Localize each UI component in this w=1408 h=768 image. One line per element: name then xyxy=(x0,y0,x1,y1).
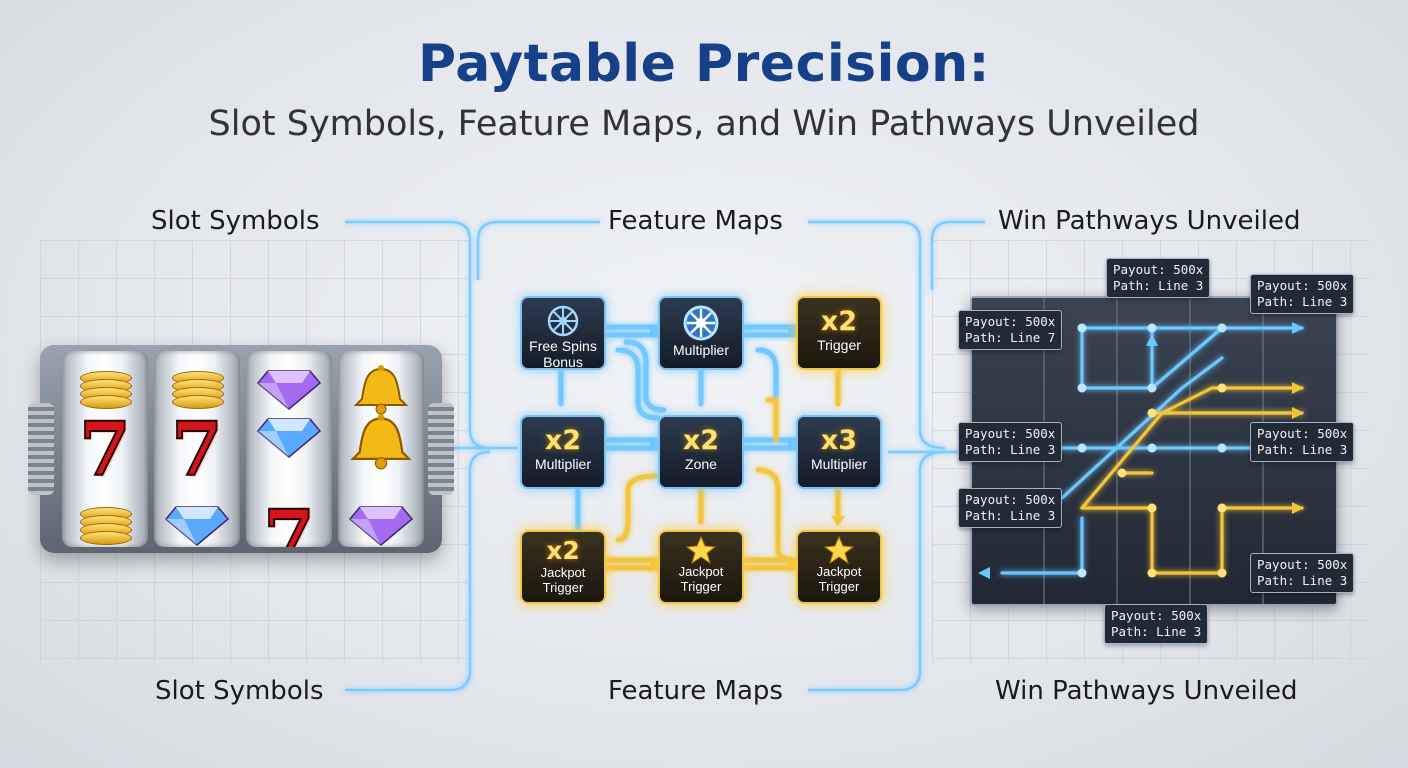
bell-icon xyxy=(338,365,424,419)
connector-top-right xyxy=(930,220,985,290)
diamond-purple-icon xyxy=(338,501,424,547)
connector-top-left xyxy=(345,220,491,450)
page-subtitle: Slot Symbols, Feature Maps, and Win Path… xyxy=(208,104,1200,144)
node-free-spins-bonus[interactable]: Free Spins Bonus xyxy=(520,296,606,370)
callout-path-text: Path: Line 3 xyxy=(1257,573,1348,588)
callout-path-text: Path: Line 3 xyxy=(1111,624,1202,639)
node-caption: Jackpot Trigger xyxy=(678,564,724,594)
callout-payout-text: Payout: 500x xyxy=(965,314,1056,329)
star-icon xyxy=(824,536,854,564)
label-feature-maps-bottom: Feature Maps xyxy=(608,676,783,706)
reel-4 xyxy=(338,351,424,547)
label-win-pathways-top: Win Pathways Unveiled xyxy=(998,206,1301,236)
node-jackpot-trigger-star-1[interactable]: Jackpot Trigger xyxy=(658,530,744,604)
coins-icon xyxy=(154,365,240,409)
diamond-blue-icon xyxy=(246,413,332,463)
callout-payout-text: Payout: 500x xyxy=(1111,608,1202,623)
bell-icon xyxy=(338,413,424,475)
callout-payout-text: Payout: 500x xyxy=(1113,262,1204,277)
callout-payout[interactable]: Payout: 500x Path: Line 3 xyxy=(1250,274,1355,314)
node-value: x2 xyxy=(544,425,582,456)
node-zone-x2[interactable]: x2 Zone xyxy=(658,415,744,489)
seven-symbol: 7 xyxy=(262,495,316,547)
node-caption: Jackpot Trigger xyxy=(816,564,862,594)
node-value: x2 xyxy=(546,536,580,565)
callout-path-text: Path: Line 7 xyxy=(965,330,1056,345)
connector-top-mid-left xyxy=(476,220,600,280)
path-blue-6 xyxy=(1060,356,1224,500)
node-caption: Trigger xyxy=(817,337,861,353)
right-knob xyxy=(428,403,454,495)
callout-payout[interactable]: Payout: 500x Path: Line 3 xyxy=(1250,422,1355,462)
node-caption: Jackpot Trigger xyxy=(540,565,586,595)
node-caption: Multiplier xyxy=(534,456,591,472)
coins-icon xyxy=(62,501,148,545)
callout-path-text: Path: Line 3 xyxy=(965,508,1056,523)
path-gold-3 xyxy=(1080,506,1304,575)
reel-1: 7 xyxy=(62,351,148,547)
feature-map: Free Spins Bonus Multiplier x2 Trigger x… xyxy=(518,290,888,608)
page-title: Paytable Precision: xyxy=(418,34,990,94)
node-caption: Multiplier xyxy=(672,342,729,358)
seven-symbol: 7 xyxy=(170,407,224,493)
callout-payout-text: Payout: 500x xyxy=(1257,557,1348,572)
diamond-purple-icon xyxy=(246,365,332,415)
wheel-icon xyxy=(683,305,719,341)
path-blue-3 xyxy=(1150,326,1224,390)
path-gold-2 xyxy=(1080,386,1304,510)
label-win-pathways-bottom: Win Pathways Unveiled xyxy=(995,676,1298,706)
callout-payout[interactable]: Payout: 500x Path: Line 7 xyxy=(958,310,1063,350)
node-jackpot-trigger-x2[interactable]: x2 Jackpot Trigger xyxy=(520,530,606,604)
connector-bottom-left xyxy=(345,450,491,692)
callout-path-text: Path: Line 3 xyxy=(1113,278,1204,293)
node-caption: Free Spins Bonus xyxy=(529,338,597,370)
reel-2: 7 xyxy=(154,351,240,547)
coins-icon xyxy=(62,365,148,409)
callout-path-text: Path: Line 3 xyxy=(1257,442,1348,457)
callout-payout[interactable]: Payout: 500x Path: Line 3 xyxy=(958,422,1063,462)
callout-path-text: Path: Line 3 xyxy=(1257,294,1348,309)
node-caption: Multiplier xyxy=(810,456,867,472)
node-multiplier-x3[interactable]: x3 Multiplier xyxy=(796,415,882,489)
callout-payout[interactable]: Payout: 500x Path: Line 3 xyxy=(1104,604,1209,644)
node-value: x2 xyxy=(682,425,720,456)
callout-payout-text: Payout: 500x xyxy=(1257,426,1348,441)
connector-bottom-right xyxy=(808,450,946,692)
node-jackpot-trigger-star-2[interactable]: Jackpot Trigger xyxy=(796,530,882,604)
node-trigger-x2[interactable]: x2 Trigger xyxy=(796,296,882,370)
node-multiplier-top[interactable]: Multiplier xyxy=(658,296,744,370)
label-slot-symbols-bottom: Slot Symbols xyxy=(155,676,324,706)
star-icon xyxy=(686,536,716,564)
connector-top-mid-right xyxy=(808,220,946,450)
callout-payout[interactable]: Payout: 500x Path: Line 3 xyxy=(1106,258,1211,298)
callout-payout-text: Payout: 500x xyxy=(1257,278,1348,293)
reel-3: 7 xyxy=(246,351,332,547)
label-slot-symbols-top: Slot Symbols xyxy=(151,206,320,236)
callout-payout[interactable]: Payout: 500x Path: Line 3 xyxy=(1250,553,1355,593)
node-value: x2 xyxy=(820,306,858,337)
callout-payout-text: Payout: 500x xyxy=(965,426,1056,441)
feature-map-wires xyxy=(558,324,845,572)
diamond-blue-icon xyxy=(154,501,240,547)
callout-payout-text: Payout: 500x xyxy=(965,492,1056,507)
node-multiplier-x2[interactable]: x2 Multiplier xyxy=(520,415,606,489)
callout-payout[interactable]: Payout: 500x Path: Line 3 xyxy=(958,488,1063,528)
callout-path-text: Path: Line 3 xyxy=(965,442,1056,457)
wheel-icon xyxy=(547,305,579,337)
node-caption: Zone xyxy=(685,456,717,472)
node-value: x3 xyxy=(820,425,858,456)
left-knob xyxy=(28,403,54,495)
label-feature-maps-top: Feature Maps xyxy=(608,206,783,236)
seven-symbol: 7 xyxy=(78,407,132,493)
